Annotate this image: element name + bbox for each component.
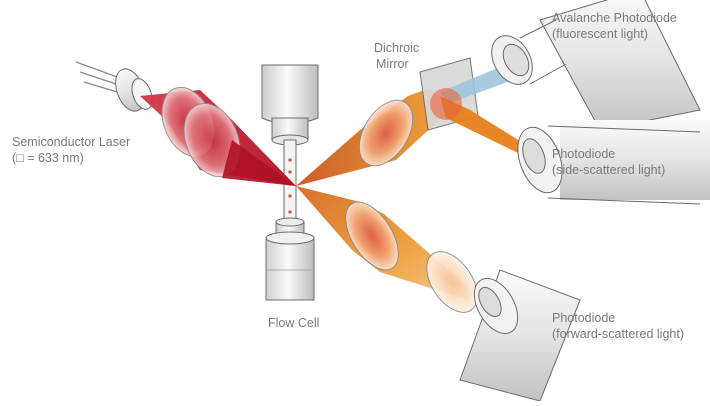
side-photodiode-sub-label: (side-scattered light) xyxy=(552,163,665,177)
laser-label: Semiconductor Laser xyxy=(12,135,130,149)
forward-focusing-lens xyxy=(426,251,478,313)
particle xyxy=(288,158,292,162)
forward-collection-lens xyxy=(345,201,399,271)
particle xyxy=(288,170,292,174)
flow-cell xyxy=(261,64,319,301)
laser-lead xyxy=(79,71,123,87)
laser-lead xyxy=(75,61,121,79)
avalanche-photodiode xyxy=(491,0,701,131)
forward-photodiode-label: Photodiode xyxy=(552,311,615,325)
particle xyxy=(288,210,292,214)
apd-body xyxy=(539,0,701,131)
semiconductor-laser xyxy=(75,61,153,112)
particle xyxy=(288,194,292,198)
forward-photodiode-sub-label: (forward-scattered light) xyxy=(552,327,684,341)
side-collection-lens xyxy=(358,99,414,167)
dichroic-mirror-label: Dichroic xyxy=(374,41,419,55)
apd-barrel-edge xyxy=(519,19,567,85)
laser-wavelength-label: (□ = 633 nm) xyxy=(12,151,84,165)
side-scattered-beam xyxy=(440,96,528,154)
side-beam-spot xyxy=(430,88,462,120)
dichroic-mirror-label-2: Mirror xyxy=(376,57,409,71)
forward-photodiode-window xyxy=(478,286,502,318)
flow-cell-upper-body xyxy=(261,64,319,125)
forward-scatter-photodiode xyxy=(459,269,581,402)
side-photodiode-window xyxy=(522,138,546,174)
flow-cell-label: Flow Cell xyxy=(268,316,319,330)
flow-cell-lower-body-rim xyxy=(265,231,315,245)
side-scatter-photodiode xyxy=(517,120,710,205)
flow-cell-lower-collar-rim xyxy=(275,217,305,227)
side-photodiode-body xyxy=(560,120,710,200)
apd-label: Avalanche Photodiode xyxy=(552,11,677,25)
side-photodiode-label: Photodiode xyxy=(552,147,615,161)
laser-beam-focus xyxy=(222,140,296,186)
apd-sub-label: (fluorescent light) xyxy=(552,27,648,41)
apd-window xyxy=(502,43,530,77)
side-photodiode-edge xyxy=(547,125,701,205)
